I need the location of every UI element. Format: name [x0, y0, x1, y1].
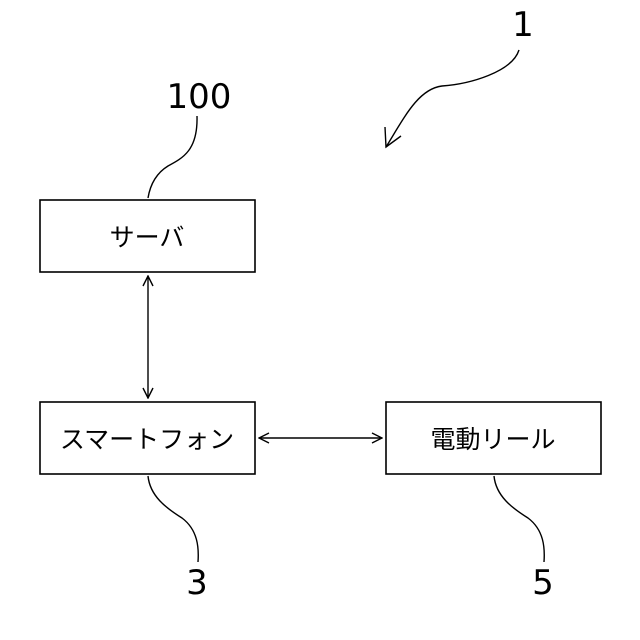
smartphone-leader-line — [148, 476, 198, 562]
ref-number-smartphone: 3 — [186, 563, 208, 603]
server-box: サーバ — [40, 200, 255, 272]
ref-number-reel: 5 — [532, 563, 554, 603]
ref-number-server: 100 — [167, 77, 232, 117]
system-pointer-arrow — [386, 50, 519, 147]
ref-number-system: 1 — [512, 5, 534, 45]
smartphone-label: スマートフォン — [60, 425, 234, 454]
smartphone-box: スマートフォン — [40, 402, 255, 474]
electric-reel-box: 電動リール — [386, 402, 601, 474]
server-label: サーバ — [110, 223, 185, 252]
server-leader-line — [148, 116, 197, 198]
electric-reel-label: 電動リール — [430, 425, 555, 454]
reel-leader-line — [494, 476, 544, 562]
